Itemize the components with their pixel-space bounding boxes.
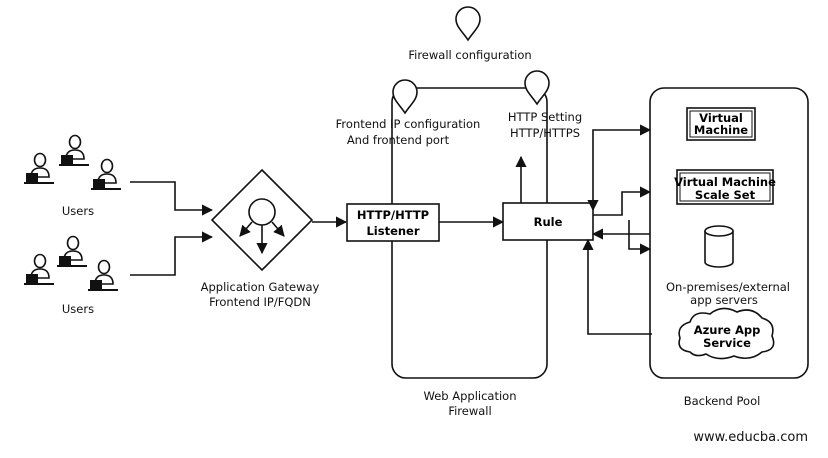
gateway-label-line1: Application Gateway — [201, 280, 320, 294]
user-icon — [23, 152, 55, 184]
http-setting-label-line1: HTTP Setting — [508, 110, 582, 124]
virtual-machine-label-line1: Virtual — [699, 111, 743, 125]
vm-scale-set-label-line1: Virtual Machine — [674, 175, 776, 189]
listener-label-line2: Listener — [366, 224, 419, 238]
rule-to-backend-connectors — [582, 124, 652, 335]
users-to-gateway-arrow — [130, 181, 214, 216]
gateway-label-line2: Frontend IP/FQDN — [209, 295, 311, 309]
listener-label-line1: HTTP/HTTP — [357, 208, 429, 222]
http-setting-pin-icon — [524, 70, 550, 105]
frontend-ip-label-line1: Frontend IP configuration — [336, 117, 481, 131]
azure-app-service-label-line2: Service — [703, 336, 751, 350]
user-icon — [87, 259, 119, 291]
rule-label: Rule — [534, 215, 563, 229]
frontend-ip-pin-icon — [392, 79, 418, 114]
user-icon — [56, 235, 88, 267]
on-premises-label-line1: On-premises/external — [666, 280, 790, 294]
application-gateway-icon — [210, 168, 314, 272]
user-icon — [23, 253, 55, 285]
user-icon — [90, 158, 122, 190]
users-label-1: Users — [62, 204, 94, 218]
vm-scale-set-box — [676, 169, 774, 205]
azure-app-service-label-line1: Azure App — [694, 323, 761, 337]
firewall-config-pin-icon — [455, 6, 481, 41]
on-premises-label-line2: app servers — [690, 293, 758, 307]
on-premises-server-icon — [704, 225, 734, 268]
backend-pool-label: Backend Pool — [684, 394, 761, 408]
listener-box — [346, 203, 440, 242]
virtual-machine-box — [686, 107, 756, 141]
waf-label-line2: Firewall — [448, 404, 491, 418]
backend-pool-container — [649, 87, 809, 379]
users-group-2 — [23, 235, 119, 291]
user-icon — [58, 134, 90, 166]
http-setting-label-line2: HTTP/HTTPS — [510, 126, 580, 140]
vm-scale-set-label-line2: Scale Set — [695, 188, 756, 202]
watermark: www.educba.com — [693, 430, 808, 445]
users-label-2: Users — [62, 302, 94, 316]
rule-box — [502, 202, 594, 241]
virtual-machine-label-line2: Machine — [694, 123, 748, 137]
users-to-gateway-arrow — [130, 231, 214, 276]
azure-app-service-cloud-icon — [678, 307, 775, 360]
firewall-config-label: Firewall configuration — [408, 48, 531, 62]
waf-label-line1: Web Application — [424, 389, 517, 403]
frontend-ip-label-line2: And frontend port — [347, 133, 450, 147]
users-group-1 — [23, 134, 122, 190]
